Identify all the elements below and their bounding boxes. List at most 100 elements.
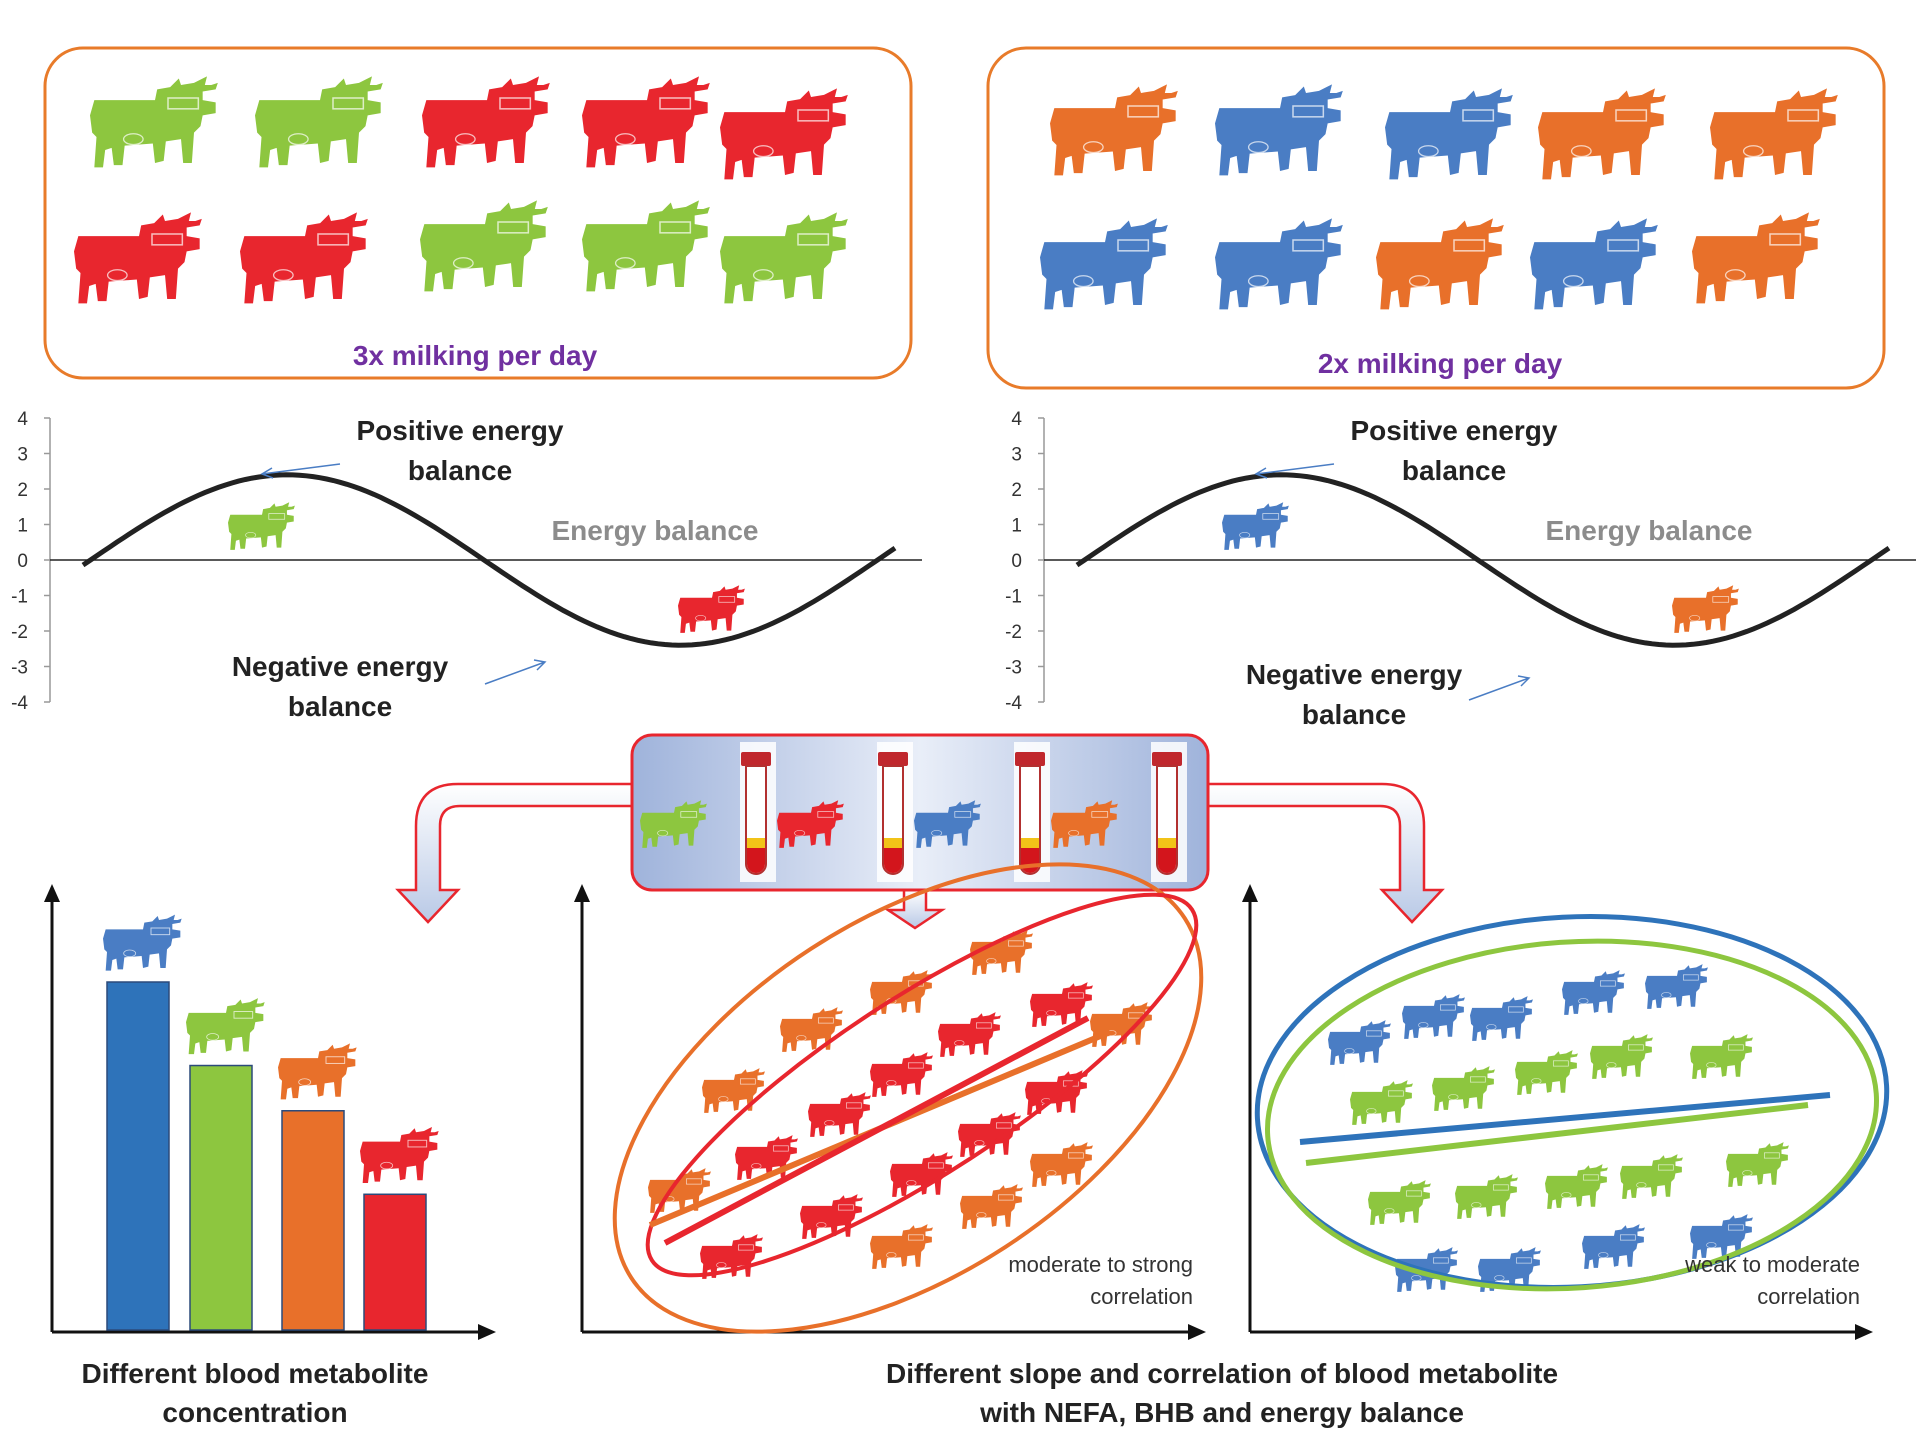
- left-negative-cow-icon: [678, 584, 746, 634]
- blood-tube-icon: [1014, 752, 1046, 875]
- left-positive-cow-icon: [228, 501, 296, 551]
- scatter-right-cow-icon: [1328, 1019, 1392, 1066]
- scatter-right-cow-icon: [1368, 1179, 1432, 1226]
- left-negative-label-line1: Negative energy: [232, 651, 449, 682]
- scatter-left-y-arrow: [574, 884, 590, 902]
- scatter-left-cow-icon: [800, 1193, 864, 1240]
- blood-tube-icon: [740, 752, 772, 875]
- bar: [189, 1064, 253, 1331]
- bottom-caption-line1: Different slope and correlation of blood…: [886, 1358, 1558, 1389]
- arrow-to-right-scatter: [1206, 782, 1445, 924]
- left-energy-tick-label: -2: [11, 622, 28, 643]
- scatter-right: weak to moderate correlation: [1242, 884, 1890, 1340]
- left-energy-curve: [81, 472, 897, 648]
- blood-sampling-box: [630, 733, 1210, 892]
- scatter-right-cow-icon: [1350, 1079, 1414, 1126]
- left-energy-tick-label: 4: [17, 409, 28, 430]
- scatter-right-cow-icon: [1432, 1065, 1496, 1112]
- bar-cow-icon: [360, 1126, 440, 1184]
- scatter-right-cow-icon: [1620, 1153, 1684, 1200]
- blood-sampling-frame: [630, 733, 1210, 892]
- right-positive-label-line2: balance: [1402, 455, 1506, 486]
- scatter-right-cow-icon: [1455, 1173, 1519, 1220]
- right-negative-label-line2: balance: [1302, 699, 1406, 730]
- bar-chart-x-arrow: [478, 1324, 496, 1340]
- scatter-right-cow-icon: [1690, 1033, 1754, 1080]
- sampling-arrows: [395, 782, 1445, 930]
- scatter-left-cows: [648, 929, 1154, 1280]
- scatter-right-cow-icon: [1726, 1141, 1790, 1188]
- right-energy-tick-label: -4: [1005, 693, 1022, 714]
- right-energy-tick-label: 2: [1011, 480, 1022, 501]
- bar: [363, 1193, 427, 1331]
- scatter-left-cow-icon: [780, 1006, 844, 1053]
- scatter-left-cow-icon: [808, 1091, 872, 1138]
- bottom-caption-line2: with NEFA, BHB and energy balance: [979, 1397, 1464, 1428]
- left-series-label: Energy balance: [552, 515, 759, 546]
- right-positive-pointer: [1254, 463, 1335, 479]
- scatter-right-cow-icon: [1562, 969, 1626, 1016]
- scatter-left-cow-icon: [870, 1051, 934, 1098]
- scatter-left: moderate to strong correlation: [574, 862, 1206, 1340]
- left-energy-tick-label: 3: [17, 445, 28, 466]
- bar-chart: [44, 884, 496, 1340]
- scatter-right-blue-regression: [1299, 1092, 1831, 1145]
- scatter-right-annotation-line2: correlation: [1757, 1284, 1860, 1309]
- right-energy-tick-label: 1: [1011, 516, 1022, 537]
- right-energy-tick-label: -1: [1005, 587, 1022, 608]
- left-negative-pointer: [484, 659, 547, 685]
- bar-chart-caption-line2: concentration: [162, 1397, 347, 1428]
- left-energy-tick-label: 1: [17, 516, 28, 537]
- left-energy-tick-label: 0: [17, 551, 28, 572]
- arrow-to-bar-chart: [395, 782, 634, 924]
- left-energy-tick-label: -3: [11, 658, 28, 679]
- bar-chart-caption-line1: Different blood metabolite: [82, 1358, 429, 1389]
- scatter-right-x-arrow: [1855, 1324, 1873, 1340]
- bar-chart-y-arrow: [44, 884, 60, 902]
- panel-3x-milking: 3x milking per day: [43, 46, 913, 380]
- right-energy-curve: [1075, 472, 1891, 648]
- left-positive-label-line1: Positive energy: [357, 415, 564, 446]
- scatter-left-red-regression: [663, 1015, 1090, 1246]
- scatter-left-x-arrow: [1188, 1324, 1206, 1340]
- right-positive-label-line1: Positive energy: [1351, 415, 1558, 446]
- scatter-right-cow-icon: [1402, 993, 1466, 1040]
- left-energy-tick-label: 2: [17, 480, 28, 501]
- scatter-left-orange-ellipse: [612, 862, 1204, 1334]
- scatter-left-cow-icon: [958, 1111, 1022, 1158]
- scatter-right-cows: [1328, 963, 1790, 1293]
- scatter-right-cow-icon: [1582, 1223, 1646, 1270]
- right-energy-tick-label: -3: [1005, 658, 1022, 679]
- blood-tube-icon: [1151, 752, 1183, 875]
- scatter-left-annotation-line2: correlation: [1090, 1284, 1193, 1309]
- blood-tube-icon: [877, 752, 909, 875]
- bar-cow-icon: [278, 1042, 358, 1100]
- right-energy-tick-label: -2: [1005, 622, 1022, 643]
- bar-cow-icon: [186, 997, 266, 1055]
- scatter-left-annotation-line1: moderate to strong: [1008, 1252, 1193, 1277]
- scatter-right-annotation-line1: weak to moderate: [1684, 1252, 1860, 1277]
- right-negative-label-line1: Negative energy: [1246, 659, 1463, 690]
- panel-2x-frame: [986, 46, 1886, 390]
- arrow-to-left-scatter: [883, 888, 947, 930]
- panel-2x-milking: 2x milking per day: [986, 46, 1886, 390]
- scatter-right-cow-icon: [1645, 963, 1709, 1010]
- right-series-label: Energy balance: [1546, 515, 1753, 546]
- left-negative-label-line2: balance: [288, 691, 392, 722]
- bar-cow-icon: [103, 914, 183, 972]
- bar: [106, 981, 170, 1331]
- left-energy-tick-label: -4: [11, 693, 28, 714]
- scatter-right-cow-icon: [1515, 1049, 1579, 1096]
- scatter-left-cow-icon: [870, 1223, 934, 1270]
- scatter-right-green-regression: [1305, 1102, 1809, 1166]
- left-energy-tick-label: -1: [11, 587, 28, 608]
- panel-2x-label: 2x milking per day: [1318, 348, 1563, 379]
- right-energy-tick-label: 3: [1011, 445, 1022, 466]
- blood-sampling-items: [640, 742, 1187, 882]
- scatter-right-cow-icon: [1470, 995, 1534, 1042]
- left-positive-label-line2: balance: [408, 455, 512, 486]
- scatter-left-cow-icon: [960, 1183, 1024, 1230]
